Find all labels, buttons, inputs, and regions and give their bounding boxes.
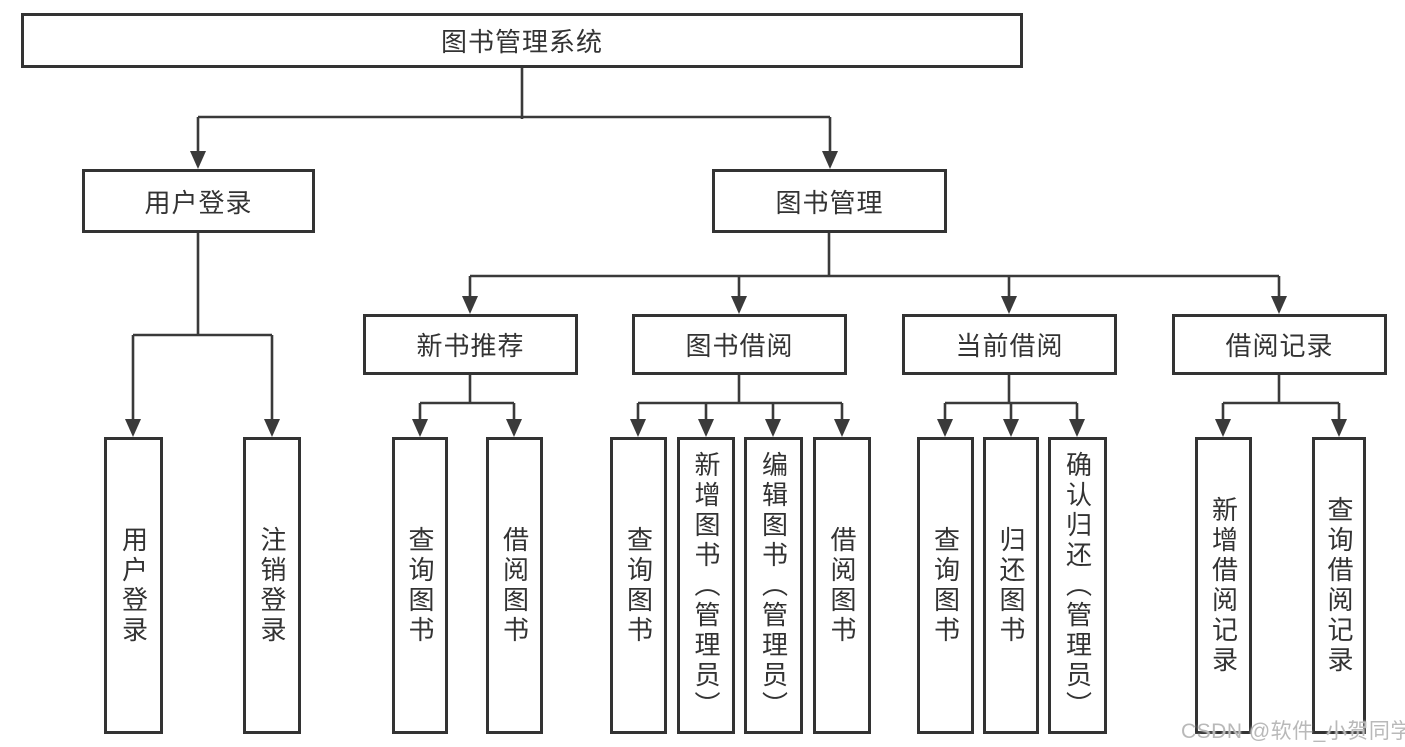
node-label: 查询借阅记录 bbox=[1324, 495, 1354, 676]
node-label: 查询图书 bbox=[930, 525, 961, 646]
node-label: 用户登录 bbox=[144, 187, 253, 218]
node-new-book-recommendation: 新书推荐 bbox=[363, 314, 578, 375]
node-label: 图书管理 bbox=[775, 187, 884, 218]
node-label: 归还图书 bbox=[996, 525, 1026, 646]
leaf-query-borrow-record: 查询借阅记录 bbox=[1312, 437, 1366, 734]
connector-root bbox=[190, 68, 838, 169]
node-label: 新增借阅记录 bbox=[1208, 495, 1239, 676]
node-user-login: 用户登录 bbox=[82, 169, 315, 233]
node-label: 查询图书 bbox=[405, 525, 435, 646]
connector-user-login bbox=[125, 233, 280, 437]
node-label: 图书管理系统 bbox=[440, 27, 603, 57]
connector-new-book-recommendation bbox=[412, 375, 522, 437]
node-label: 用户登录 bbox=[118, 525, 149, 646]
node-label: 借阅记录 bbox=[1225, 331, 1334, 361]
node-label: 借阅图书 bbox=[499, 525, 530, 646]
leaf-confirm-return-admin: 确认归还（管理员） bbox=[1048, 437, 1107, 734]
node-label: 注销登录 bbox=[257, 525, 287, 646]
connector-borrowing-records bbox=[1215, 375, 1347, 437]
node-label: 新增图书（管理员） bbox=[691, 450, 721, 721]
node-label: 借阅图书 bbox=[827, 525, 857, 646]
leaf-query-books-borrowing: 查询图书 bbox=[610, 437, 667, 734]
node-label: 当前借阅 bbox=[955, 331, 1064, 361]
node-root: 图书管理系统 bbox=[21, 13, 1023, 68]
connector-book-borrowing bbox=[630, 375, 850, 437]
node-borrowing-records: 借阅记录 bbox=[1172, 314, 1387, 375]
leaf-query-books-recommend: 查询图书 bbox=[392, 437, 448, 734]
node-label: 确认归还（管理员） bbox=[1062, 450, 1093, 721]
leaf-add-borrow-record: 新增借阅记录 bbox=[1195, 437, 1252, 734]
node-label: 编辑图书（管理员） bbox=[758, 450, 789, 721]
connector-book-management bbox=[462, 233, 1287, 314]
leaf-logout: 注销登录 bbox=[243, 437, 301, 734]
node-current-borrowing: 当前借阅 bbox=[902, 314, 1117, 375]
node-label: 图书借阅 bbox=[685, 331, 794, 361]
leaf-return-books: 归还图书 bbox=[983, 437, 1039, 734]
node-book-management: 图书管理 bbox=[712, 169, 947, 233]
node-label: 新书推荐 bbox=[416, 331, 525, 361]
leaf-user-login: 用户登录 bbox=[104, 437, 163, 734]
leaf-edit-books-admin: 编辑图书（管理员） bbox=[744, 437, 803, 734]
leaf-borrow-books-borrowing: 借阅图书 bbox=[813, 437, 871, 734]
leaf-query-books-current: 查询图书 bbox=[917, 437, 974, 734]
node-book-borrowing: 图书借阅 bbox=[632, 314, 847, 375]
connector-current-borrowing bbox=[937, 375, 1085, 437]
leaf-borrow-books-recommend: 借阅图书 bbox=[486, 437, 543, 734]
watermark: CSDN @软件_小贺同学 bbox=[1181, 720, 1405, 743]
node-label: 查询图书 bbox=[623, 525, 654, 646]
leaf-add-books-admin: 新增图书（管理员） bbox=[677, 437, 735, 734]
